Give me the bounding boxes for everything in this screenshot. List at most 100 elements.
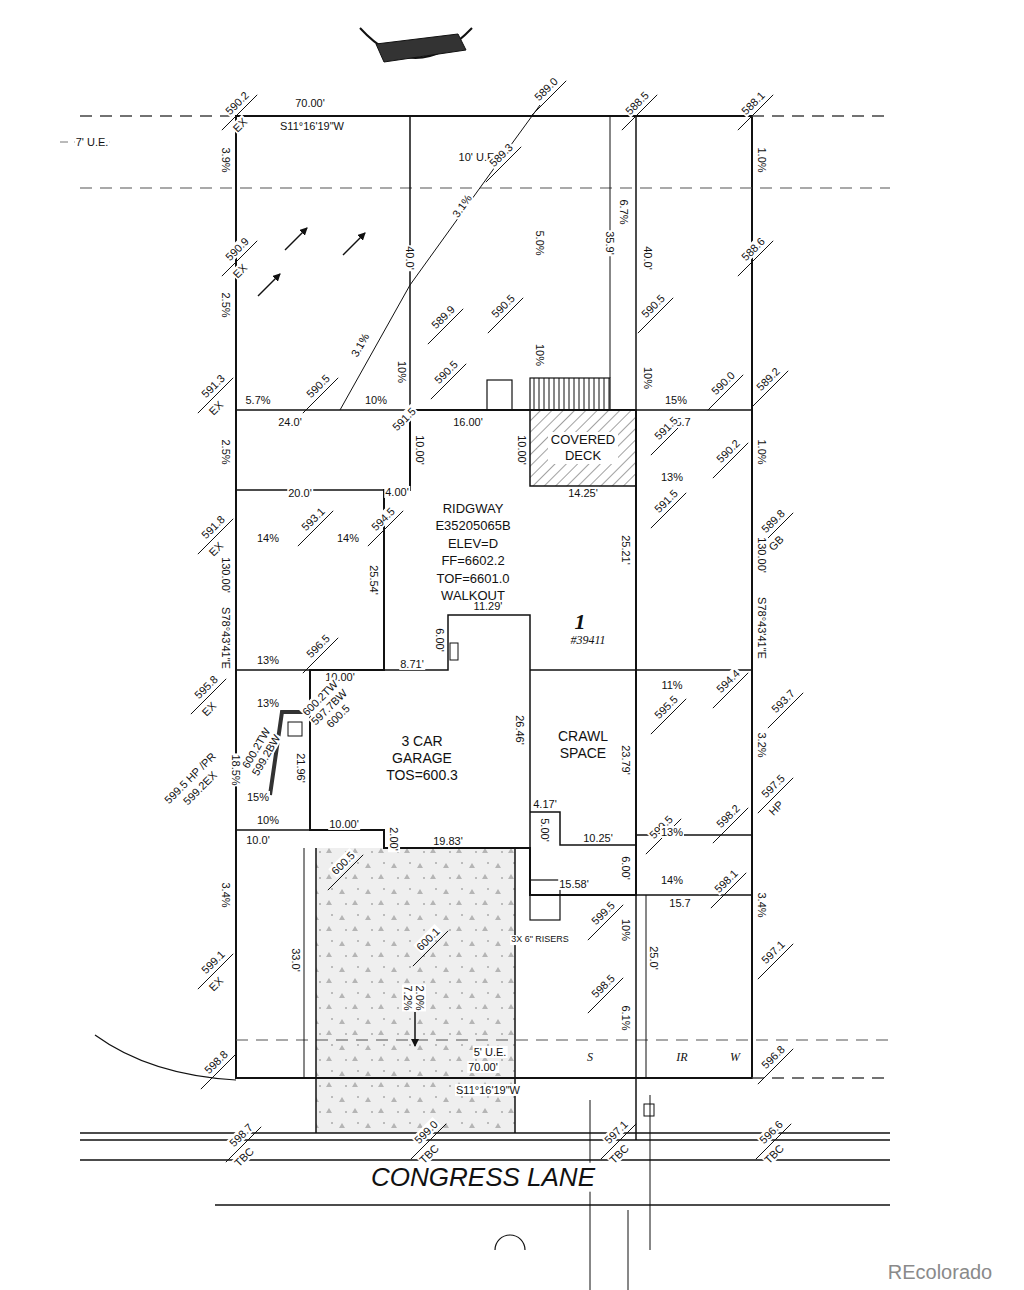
dimension-label: 20.0': [287, 487, 313, 499]
manhole-arc: [495, 1235, 525, 1250]
area-label: CRAWL SPACE: [553, 728, 613, 762]
stair-tread: [549, 378, 550, 410]
dimension-label: 40.0': [642, 245, 654, 271]
dimension-label: 3.1%: [348, 330, 372, 359]
dimension-label: 3.4%: [220, 881, 232, 908]
watermark: REcolorado: [887, 1261, 994, 1283]
dimension-label: S78°43'41"E: [756, 596, 768, 660]
dimension-label: 593.7: [768, 686, 797, 715]
dimension-label: 590.5: [431, 357, 460, 386]
dimension-label: 130.00': [756, 536, 768, 574]
stair-landing: [487, 380, 512, 410]
plan-line: [80, 115, 236, 117]
stair-tread: [559, 378, 560, 410]
dimension-label: 591.5: [651, 486, 680, 515]
dimension-label: 24.0': [277, 416, 303, 428]
dimension-label: 591.3: [198, 371, 227, 400]
dimension-label: 590.5: [303, 371, 332, 400]
plan-line: [590, 1100, 591, 1290]
dimension-label: S11°16'19"W: [455, 1084, 521, 1096]
dimension-label: 13%: [660, 826, 684, 838]
dimension-label: 13%: [256, 697, 280, 709]
dimension-label: 597.1: [601, 1117, 630, 1146]
plan-note: 3X 6" RISERS: [510, 935, 570, 945]
drain-arrow: [258, 274, 280, 296]
plan-line: [236, 669, 310, 671]
dimension-label: 6.00': [434, 627, 446, 653]
dimension-label: S78°43'41"E: [220, 606, 232, 670]
drain-arrow: [343, 233, 365, 255]
dimension-label: 15.7: [668, 897, 691, 909]
stair-tread: [564, 378, 565, 410]
dimension-label: 35.9': [604, 230, 616, 256]
dimension-label: 5.00': [539, 817, 551, 843]
north-arrow: [376, 34, 466, 62]
area-label: 3 CAR GARAGE: [389, 733, 455, 767]
dimension-label: 10.25': [582, 832, 614, 844]
stairs: [530, 378, 610, 410]
dimension-label: 1.0%: [756, 438, 768, 465]
dimension-label: 1.0%: [756, 146, 768, 173]
deck-area: COVERED DECK: [546, 432, 620, 464]
dimension-label: EX: [198, 699, 218, 719]
stair-tread: [544, 378, 545, 410]
dimension-label: 591.8: [198, 512, 227, 541]
dimension-label: 599.1: [198, 947, 227, 976]
plan-note: S: [586, 1051, 594, 1064]
dimension-label: 598.7: [226, 1120, 255, 1149]
stair-tread: [579, 378, 580, 410]
dimension-label: 10%: [396, 360, 408, 384]
plan-line: [315, 848, 317, 1133]
dimension-label: 10%: [534, 343, 546, 367]
dimension-label: 3.1%: [449, 191, 474, 220]
dimension-label: 14.25': [567, 487, 599, 499]
dimension-label: 6.7%: [618, 198, 630, 225]
plan-line: [236, 1039, 890, 1040]
drain-arrow: [285, 228, 307, 250]
dimension-label: 14%: [336, 532, 360, 544]
dimension-label: 6.00': [620, 855, 632, 881]
dimension-label: 3.4%: [756, 891, 768, 918]
dimension-label: 18.5%: [230, 753, 242, 786]
dimension-label: 25.0': [648, 945, 660, 971]
dimension-label: 2.0%: [414, 984, 426, 1011]
plan-line: [650, 1095, 651, 1250]
dimension-label: 3.9%: [220, 146, 232, 173]
drain-arrow: [414, 1012, 416, 1046]
stair-tread: [574, 378, 575, 410]
dimension-label: 13%: [256, 654, 280, 666]
dimension-label: 591.5: [389, 404, 418, 433]
dimension-label: EX: [229, 261, 249, 281]
dimension-label: 596.6: [756, 1117, 785, 1146]
plan-line: [628, 1210, 629, 1290]
retaining-wall: [270, 712, 310, 795]
dimension-label: 10%: [642, 366, 654, 390]
house-step: [530, 812, 636, 845]
dimension-label: 11%: [660, 679, 683, 691]
plan-note: #39411: [569, 634, 606, 647]
plan-line: [80, 187, 890, 188]
dimension-label: 589.9: [428, 302, 457, 331]
dimension-label: 70.00': [294, 97, 326, 109]
grade-line: [340, 105, 540, 410]
dimension-label: 70.00': [467, 1061, 499, 1073]
dimension-label: EX: [205, 398, 225, 418]
house-footprint: RIDGWAY E35205065B ELEV=D FF=6602.2 TOF=…: [423, 500, 523, 605]
plan-line: [304, 848, 305, 1078]
dimension-label: 10.00': [516, 434, 528, 466]
plan-line: [215, 1204, 890, 1206]
dimension-label: 598.1: [711, 866, 740, 895]
dimension-label: 2.5%: [220, 291, 232, 318]
dimension-label: 33.0': [290, 947, 302, 973]
dimension-label: 5.7%: [244, 394, 271, 406]
dimension-label: 15%: [664, 394, 688, 406]
dimension-label: 5' U.E.: [473, 1046, 508, 1058]
stoop: [530, 880, 560, 920]
dimension-label: 5.0%: [534, 229, 546, 256]
deck-hatch: [530, 410, 636, 486]
dimension-label: 598.2: [713, 801, 742, 830]
stair-tread: [569, 378, 570, 410]
dimension-label: 19.83': [432, 835, 464, 847]
